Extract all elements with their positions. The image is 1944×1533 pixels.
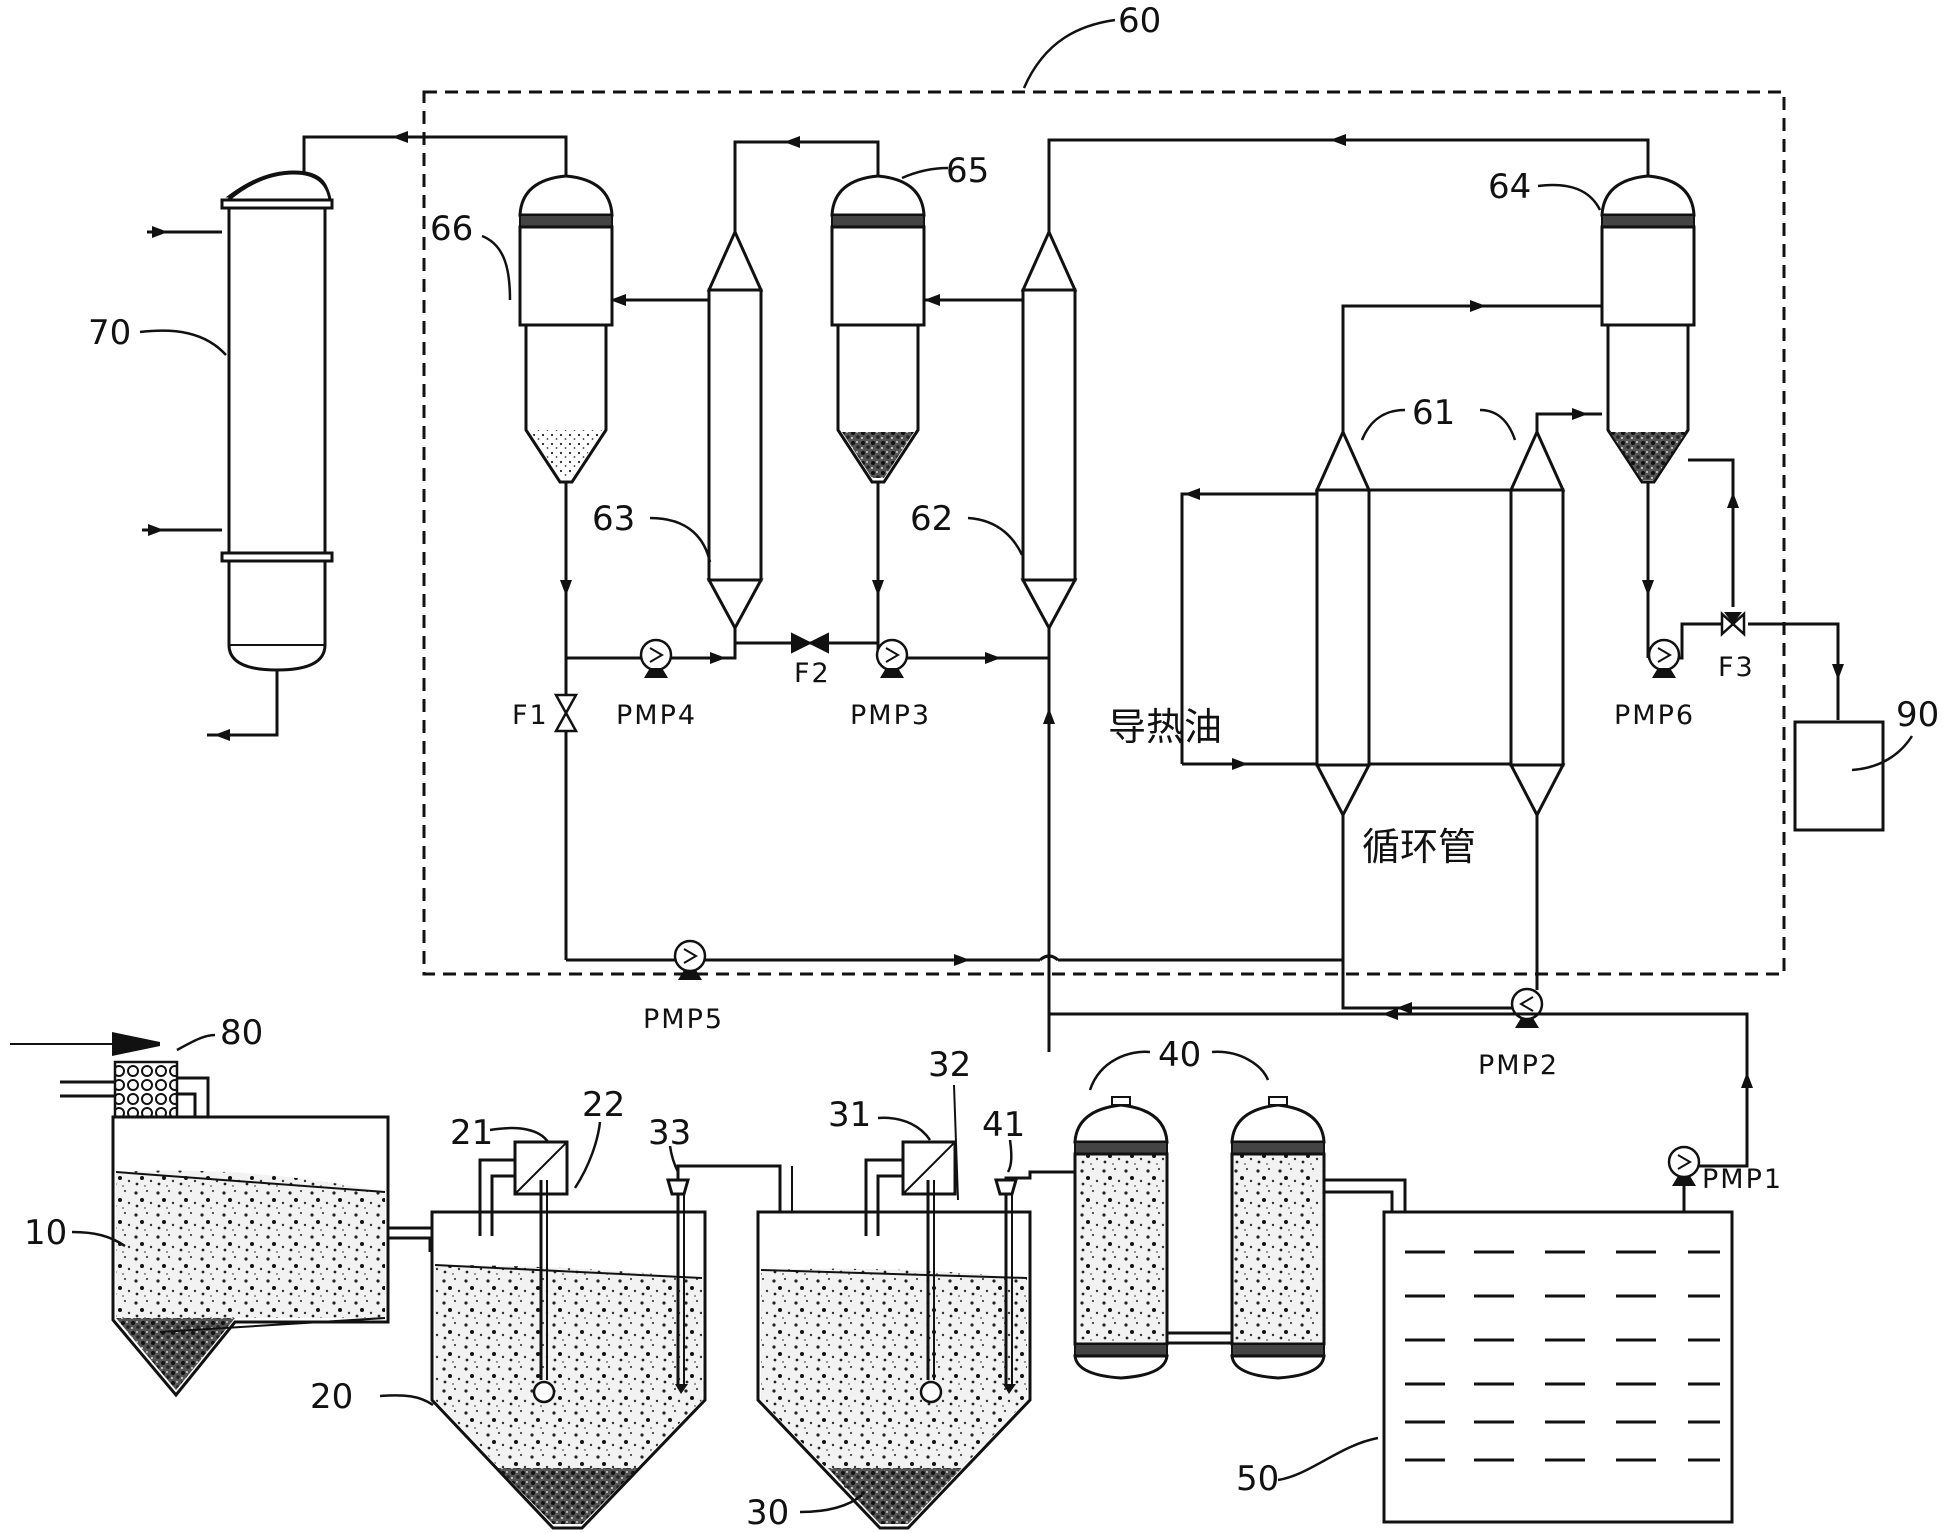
reactor-64-label: 64 bbox=[1488, 167, 1531, 207]
reactor-65 bbox=[830, 174, 926, 484]
liquid-level-lines bbox=[1405, 1250, 1720, 1462]
valve-f1[interactable] bbox=[553, 693, 579, 733]
probe-32 bbox=[919, 1084, 959, 1404]
valve-f3-label: F3 bbox=[1718, 652, 1755, 683]
thermal-oil-label: 导热油 bbox=[1108, 705, 1222, 749]
tank-30-label: 30 bbox=[746, 1493, 789, 1533]
heater-63 bbox=[706, 228, 764, 632]
tank-10-label: 10 bbox=[24, 1213, 67, 1253]
filter-31-label: 31 bbox=[828, 1095, 871, 1135]
settler-80 bbox=[10, 1032, 210, 1142]
pump-3[interactable] bbox=[875, 638, 909, 678]
reactor-66 bbox=[518, 174, 614, 484]
probe-22 bbox=[532, 1180, 556, 1404]
valve-f2-label: F2 bbox=[794, 658, 831, 689]
reactor-66-label: 66 bbox=[430, 209, 473, 249]
heater-61-label: 61 bbox=[1412, 393, 1455, 433]
circulation-pipe-label: 循环管 bbox=[1362, 825, 1476, 869]
condenser-label: 70 bbox=[88, 313, 131, 353]
tank-50 bbox=[1382, 1210, 1734, 1524]
flow-arrows-condenser bbox=[148, 131, 408, 741]
system-boundary bbox=[422, 90, 1786, 976]
column-40b bbox=[1230, 1096, 1326, 1380]
nozzle-33-label: 33 bbox=[648, 1113, 691, 1153]
tank-30 bbox=[756, 1210, 1032, 1530]
filter-21-label: 21 bbox=[450, 1113, 493, 1153]
heater-63-label: 63 bbox=[592, 499, 635, 539]
heater-61b bbox=[1508, 428, 1566, 819]
tank-20-label: 20 bbox=[310, 1377, 353, 1417]
reactor-65-label: 65 bbox=[946, 151, 989, 191]
probe-22-label: 22 bbox=[582, 1085, 625, 1125]
pump-3-label: PMP3 bbox=[850, 700, 931, 731]
boundary-leader bbox=[1022, 18, 1116, 89]
reactor-64 bbox=[1600, 174, 1696, 484]
pump-4[interactable] bbox=[639, 638, 673, 678]
pump-2-label: PMP2 bbox=[1478, 1050, 1559, 1081]
nozzle-41-label: 41 bbox=[982, 1105, 1025, 1145]
settler-80-label: 80 bbox=[220, 1013, 263, 1053]
flow-arrows-internal bbox=[560, 134, 1844, 1014]
pump-6-label: PMP6 bbox=[1614, 700, 1695, 731]
probe-32-label: 32 bbox=[928, 1045, 971, 1085]
column-40a bbox=[1073, 1096, 1169, 1380]
pump-6[interactable] bbox=[1647, 638, 1681, 678]
condenser bbox=[220, 170, 334, 672]
pump-5[interactable] bbox=[673, 939, 707, 980]
condenser-leader bbox=[139, 329, 227, 356]
columns-40-label: 40 bbox=[1158, 1035, 1201, 1075]
pump-2[interactable] bbox=[1510, 987, 1544, 1028]
tank-50-label: 50 bbox=[1236, 1459, 1279, 1499]
pump-1[interactable] bbox=[1667, 1145, 1701, 1186]
nozzle-41 bbox=[994, 1170, 1060, 1394]
valve-f1-label: F1 bbox=[512, 700, 549, 731]
pump-1-label: PMP1 bbox=[1702, 1164, 1783, 1195]
boundary-label: 60 bbox=[1118, 1, 1161, 41]
tank-90 bbox=[1793, 720, 1885, 832]
pump-5-label: PMP5 bbox=[643, 1004, 724, 1035]
heater-62 bbox=[1020, 228, 1078, 632]
valve-f3[interactable] bbox=[1720, 611, 1746, 637]
tank-10 bbox=[111, 1115, 445, 1398]
tank-90-label: 90 bbox=[1896, 695, 1939, 735]
tank-20 bbox=[430, 1210, 707, 1530]
pump-4-label: PMP4 bbox=[616, 700, 697, 731]
heater-62-label: 62 bbox=[910, 499, 953, 539]
heater-61a bbox=[1314, 428, 1372, 819]
valve-f2[interactable] bbox=[791, 632, 829, 654]
